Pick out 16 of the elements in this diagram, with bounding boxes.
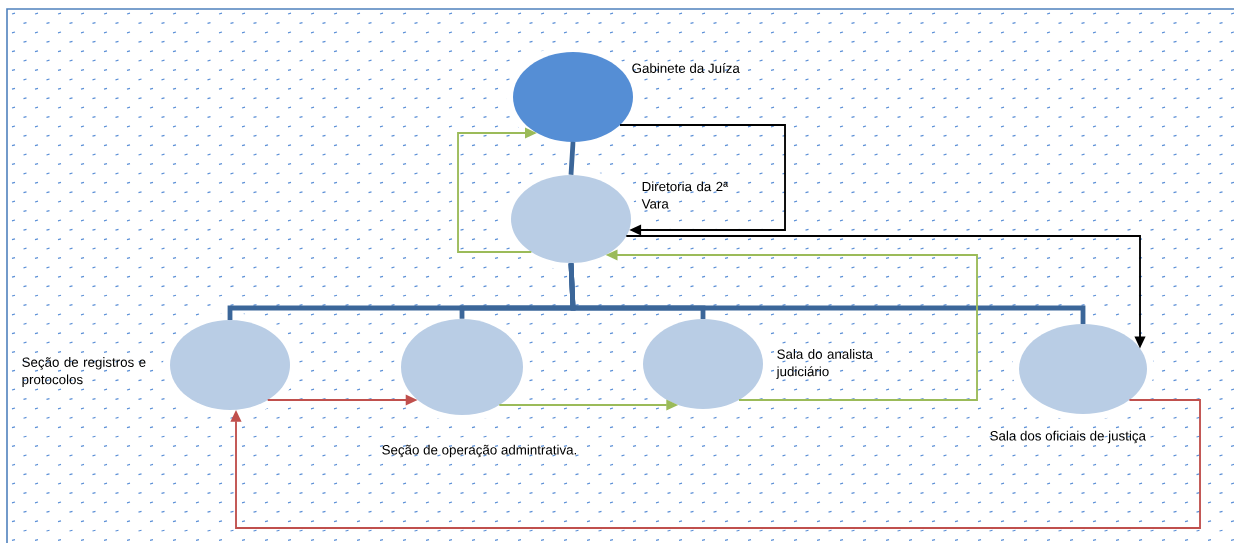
ellipse-node: Diretoria da 2ª Vara	[511, 175, 729, 263]
arrow	[230, 399, 1201, 529]
node-label: Diretoria da 2ª Vara	[641, 181, 729, 209]
node-label: Seção de registros e protocolos	[22, 357, 146, 387]
ellipse-node: Sala do analista judiciário	[643, 319, 873, 409]
node-label: Seção de operação admintrativa.	[382, 444, 577, 458]
node-label: Sala dos oficiais de justiça	[990, 430, 1146, 444]
ellipse-node: Seção de operação admintrativa.	[382, 319, 577, 458]
arrow	[619, 124, 786, 236]
ellipse-node: Sala dos oficiais de justiça	[990, 324, 1147, 444]
connector-line	[568, 141, 576, 175]
connector-line	[568, 263, 1086, 325]
ellipse-node: Gabinete da Juíza	[513, 52, 740, 142]
node-label: Gabinete da Juíza	[632, 63, 740, 73]
ellipse-node: Seção de registros e protocolos	[22, 320, 290, 410]
node-label: Sala do analista judiciário	[776, 349, 873, 379]
